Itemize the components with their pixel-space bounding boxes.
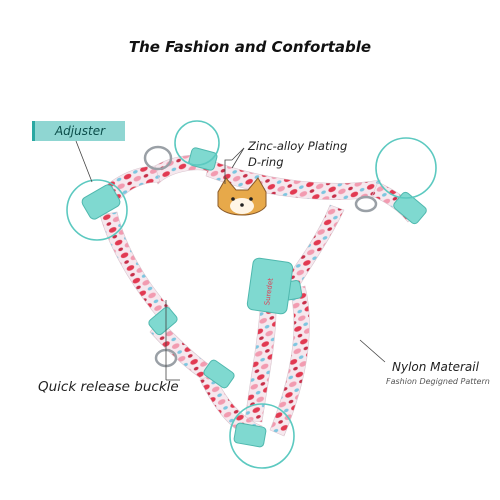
d-ring-label-line2: D-ring: [248, 155, 284, 169]
teal-hardware: [81, 147, 427, 448]
product-title: The Fashion and Confortable: [128, 38, 372, 56]
adjuster-label: Adjuster: [32, 121, 125, 141]
callout-circle-bottom: [229, 403, 295, 469]
callout-circle-adjuster: [66, 179, 128, 241]
quick-release-label: Quick release buckle: [38, 379, 179, 395]
nylon-pattern-sublabel: Fashion Degigned Pattern: [386, 377, 490, 386]
buckle-brand-text: Suredet: [263, 277, 275, 306]
callout-circle-top: [174, 120, 220, 166]
callout-circles: [66, 120, 437, 469]
corgi-charm-icon: [217, 177, 267, 216]
nylon-material-label: Nylon Materail: [392, 360, 479, 374]
callout-circle-d-ring: [375, 137, 437, 199]
callout-lines: [75, 140, 386, 381]
d-ring-label: Zinc-alloy Plating D-ring: [248, 138, 347, 170]
d-ring-label-line1: Zinc-alloy Plating: [248, 139, 348, 153]
